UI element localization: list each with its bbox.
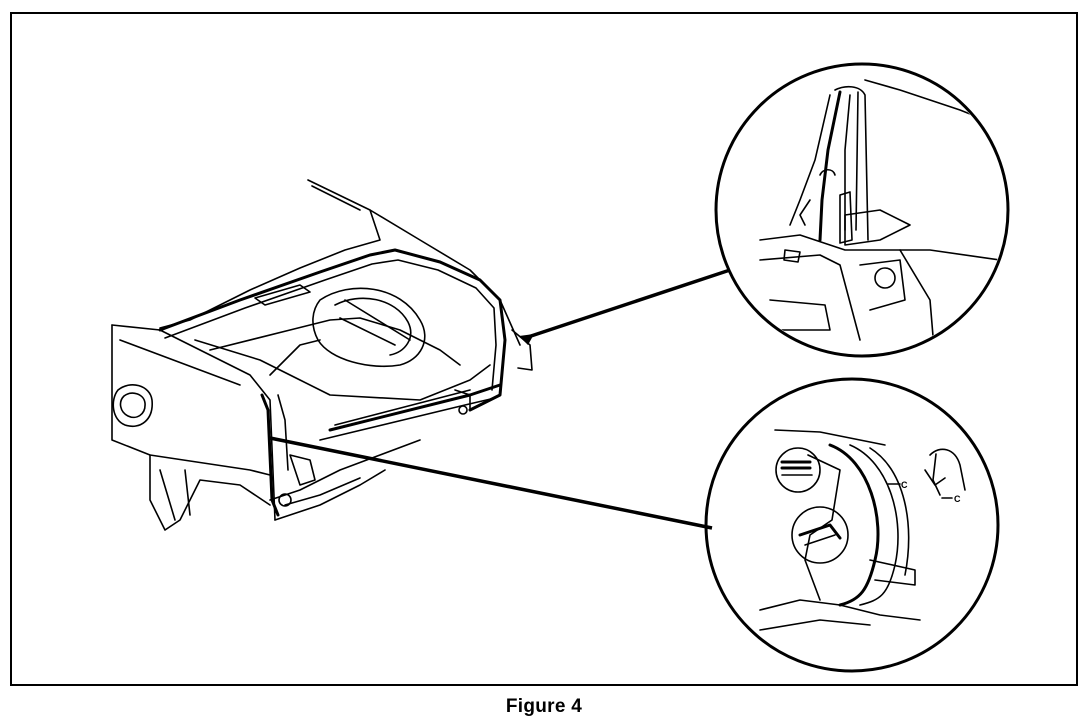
leader-line-bottom [269,436,713,530]
figure-frame [10,12,1078,686]
leader-line-top [524,268,731,340]
car-rear-body-drawing [111,179,533,531]
callout-label-c-1: C [901,480,908,490]
callout-label-c-2: C [954,494,961,504]
quarter-panel-pillar-detail [714,62,1010,358]
tail-lamp-pocket-detail: C C [704,377,1000,673]
figure-caption: Figure 4 [505,696,583,717]
arrowhead-icon [519,334,534,345]
